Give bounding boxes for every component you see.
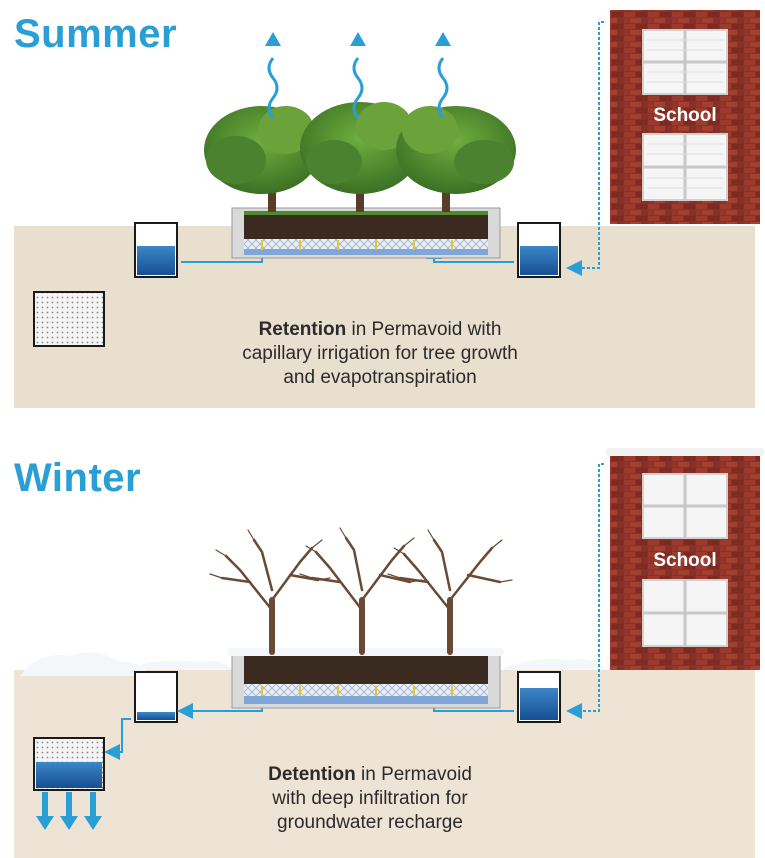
summer-left-tank (134, 222, 178, 278)
summer-school-window-top (642, 29, 728, 95)
summer-caption-line1-rest: in Permavoid with (346, 319, 502, 340)
winter-left-tank (134, 671, 178, 723)
winter-caption-line2: with deep infiltration for (272, 788, 468, 809)
winter-tree-right (387, 529, 513, 655)
winter-school-window-top (642, 473, 728, 539)
summer-planter (231, 207, 501, 259)
winter-tree-middle (299, 527, 423, 655)
summer-caption-line3: and evapotranspiration (283, 367, 477, 388)
winter-panel: School (14, 448, 764, 858)
winter-caption-line1-rest: in Permavoid (355, 764, 472, 785)
summer-tree-middle (300, 102, 420, 212)
summer-title: Summer (14, 12, 178, 56)
winter-overflow-arrow (104, 718, 131, 760)
winter-infiltration-box (33, 737, 105, 791)
winter-title: Winter (14, 456, 142, 500)
winter-infiltration-arrows (36, 792, 102, 830)
winter-right-tank (517, 671, 561, 723)
winter-school-label: School (653, 550, 716, 571)
summer-school-window-bottom (642, 133, 728, 201)
winter-caption-line1: Detention in Permavoid (200, 763, 540, 787)
summer-caption-line2: capillary irrigation for tree growth (242, 343, 518, 364)
summer-tree-left (204, 106, 320, 212)
summer-downpipe-line (566, 21, 604, 276)
winter-caption: Detention in Permavoid with deep infiltr… (200, 763, 540, 835)
winter-snow (20, 652, 606, 676)
summer-infiltration-box (33, 291, 105, 347)
summer-panel: School (14, 10, 760, 408)
winter-caption-line3: groundwater recharge (277, 812, 463, 833)
summer-school-label: School (653, 105, 716, 126)
winter-school-window-bottom (642, 579, 728, 647)
summer-caption: Retention in Permavoid with capillary ir… (200, 318, 560, 390)
winter-caption-bold: Detention (268, 764, 356, 785)
winter-tree-left (209, 529, 331, 655)
winter-planter (228, 648, 504, 709)
summer-tree-right (396, 106, 516, 212)
summer-caption-line1: Retention in Permavoid with (200, 318, 560, 342)
summer-right-tank (517, 222, 561, 278)
summer-school-building: School (610, 10, 760, 224)
summer-caption-bold: Retention (258, 319, 347, 340)
winter-school-building: School (606, 448, 764, 670)
summer-evapotranspiration-arrows (265, 32, 451, 119)
winter-downpipe-line (566, 463, 604, 719)
